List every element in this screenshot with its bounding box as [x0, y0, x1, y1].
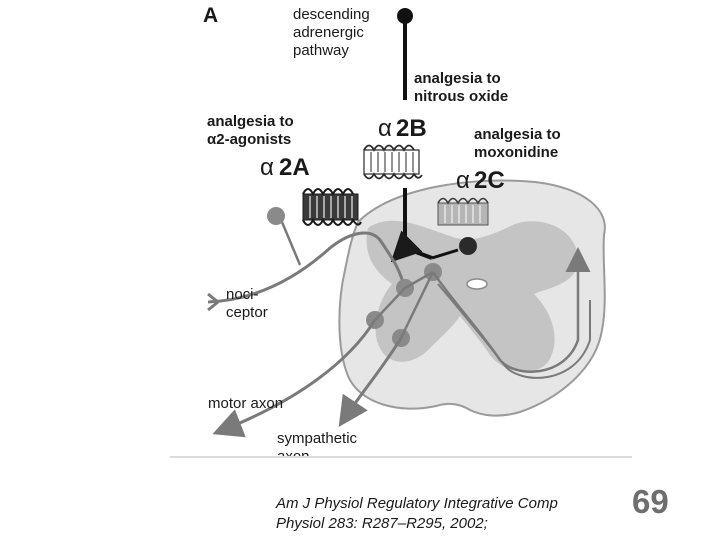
receptor-alpha-2c — [437, 197, 489, 226]
alpha-symbol-2c: α — [456, 167, 470, 194]
neuron-mid-link-2 — [399, 271, 435, 339]
citation-line-2: Physiol 283: R287–R295, 2002; — [276, 515, 488, 532]
motor-axon-fiber — [212, 319, 377, 438]
analgesia-agonists-label: analgesia to α2-agonists — [207, 113, 298, 148]
nociceptor-branch — [280, 221, 302, 266]
central-canal — [466, 278, 488, 290]
receptor-2c-band — [437, 202, 489, 226]
receptor-2c-helices — [444, 205, 481, 223]
analgesia-moxonidine-label: analgesia to moxonidine — [474, 126, 565, 161]
nociceptor-soma — [267, 207, 285, 225]
neuron-alpha-2c — [459, 237, 477, 255]
receptor-2c-loops-top — [437, 197, 489, 205]
page-number: 69 — [632, 483, 669, 520]
efferent-axons — [212, 319, 403, 438]
receptor-2a-helices — [309, 196, 353, 218]
receptor-2b-loops-top — [363, 144, 415, 152]
nociceptor-pathway — [207, 207, 407, 312]
receptor-alpha-2b — [363, 144, 423, 180]
receptor-2a-name: 2A — [279, 154, 310, 181]
receptor-2a-loops-bottom — [302, 217, 362, 226]
ascending-tract — [431, 247, 591, 379]
nociceptor-label: noci- ceptor — [226, 286, 268, 321]
descending-pathway — [390, 8, 459, 263]
motor-axon-label: motor axon — [208, 395, 283, 412]
receptor-2b-label: α 2B — [378, 115, 427, 142]
alpha-symbol-2b: α — [378, 115, 392, 142]
neuron-mid-link — [374, 287, 406, 321]
analgesia-nitrous-label: analgesia to nitrous oxide — [414, 70, 508, 105]
ascending-fiber-inner — [437, 283, 591, 379]
citation-line-1: Am J Physiol Regulatory Integrative Comp — [276, 495, 558, 512]
receptor-2b-loops-bottom — [363, 172, 423, 180]
descending-label: descending adrenergic pathway — [293, 6, 374, 59]
alpha-symbol-2a: α — [260, 154, 274, 181]
neuron-dorsal-link — [404, 270, 434, 290]
receptor-alpha-2a — [302, 188, 362, 226]
receptor-2b-name: 2B — [396, 115, 427, 142]
receptor-2c-name: 2C — [474, 167, 505, 194]
alpha-symbol-agonists: α — [207, 131, 217, 148]
receptor-2a-label: α 2A — [260, 154, 310, 181]
nociceptor-ending — [207, 292, 219, 312]
pathway-terminal-right — [431, 248, 459, 260]
figure-bottom-mask — [170, 456, 640, 540]
receptor-2a-loops-top — [302, 188, 354, 197]
receptor-2c-label: α 2C — [456, 167, 505, 194]
receptor-2b-helices — [370, 152, 414, 172]
pathway-terminal-left — [390, 230, 423, 263]
sympathetic-axon-fiber — [338, 337, 403, 427]
nociceptor-fiber — [207, 231, 407, 304]
pathway-soma — [397, 8, 413, 24]
panel-letter: A — [203, 4, 218, 27]
citation: Am J Physiol Regulatory Integrative Comp… — [276, 494, 626, 534]
